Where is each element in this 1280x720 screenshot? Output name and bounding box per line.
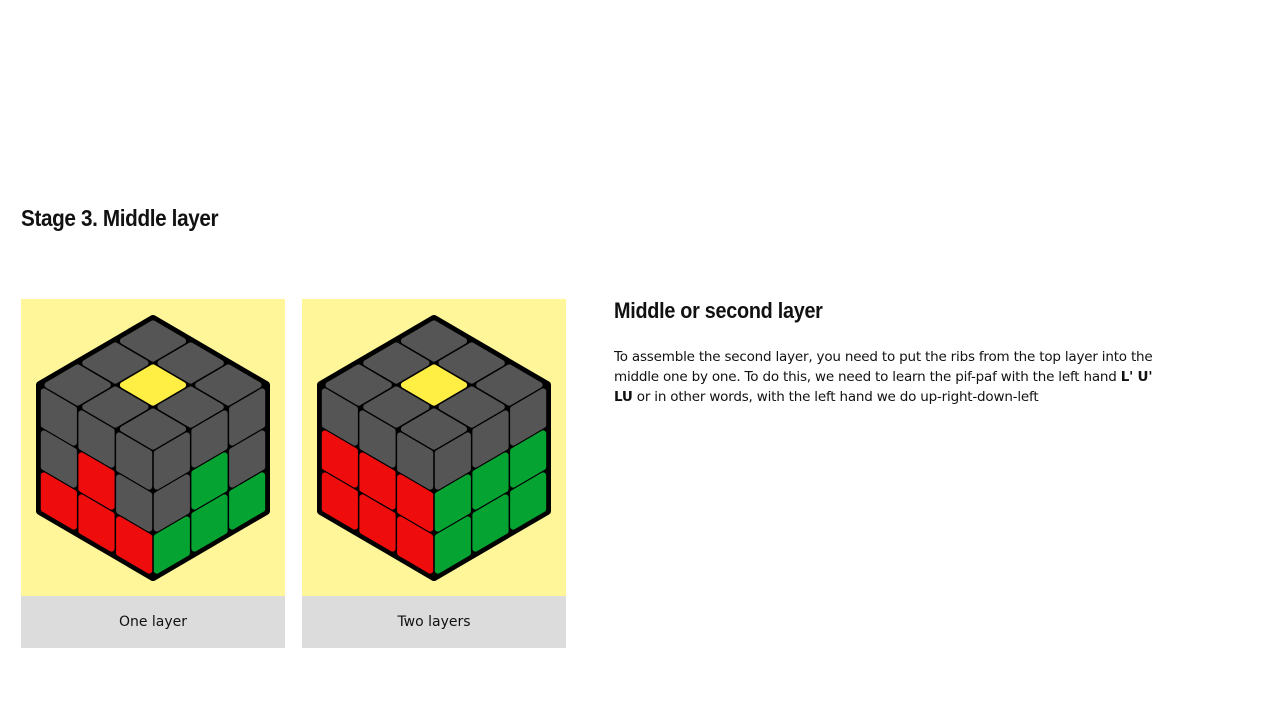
- stage-title: Stage 3. Middle layer: [21, 205, 219, 231]
- card-two-layers: Two layers: [302, 299, 566, 648]
- section-title: Middle or second layer: [614, 298, 823, 323]
- right-face-sticker: [472, 452, 509, 510]
- right-face-sticker: [510, 430, 547, 488]
- right-face-sticker: [434, 516, 471, 574]
- right-face-sticker: [229, 472, 266, 530]
- top-sticker: [44, 364, 111, 406]
- caption-two-layers: Two layers: [302, 596, 566, 648]
- right-face-sticker: [434, 432, 471, 490]
- left-face-sticker: [116, 474, 153, 532]
- top-sticker: [82, 342, 149, 384]
- caption-one-layer: One layer: [21, 596, 285, 648]
- right-face-sticker: [191, 494, 228, 552]
- right-face-sticker: [510, 472, 547, 530]
- card-one-layer: One layer: [21, 299, 285, 648]
- top-center-sticker: [400, 364, 468, 406]
- right-face-sticker: [153, 432, 190, 490]
- left-face-sticker: [359, 452, 396, 510]
- left-face-sticker: [116, 516, 153, 574]
- left-face-sticker: [40, 472, 77, 530]
- section-description: To assemble the second layer, you need t…: [614, 347, 1174, 407]
- cube-image-two-layers: [302, 299, 566, 596]
- top-sticker: [82, 386, 149, 428]
- cube-two-layers: [317, 315, 551, 581]
- left-face-sticker: [359, 494, 396, 552]
- right-face-sticker: [191, 410, 228, 468]
- top-sticker: [157, 386, 224, 428]
- left-face-sticker: [78, 410, 115, 468]
- cube-image-one-layer: [21, 299, 285, 596]
- cube-one-layer: [36, 315, 270, 581]
- left-face-sticker: [116, 432, 153, 490]
- top-center-sticker: [119, 364, 187, 406]
- right-face-sticker: [191, 452, 228, 510]
- left-face-sticker: [40, 388, 77, 446]
- top-sticker: [400, 408, 468, 450]
- left-face-sticker: [397, 474, 434, 532]
- left-face-sticker: [78, 452, 115, 510]
- right-face-sticker: [472, 410, 509, 468]
- move-formula: L' U' LU: [614, 369, 1153, 405]
- right-face-sticker: [153, 474, 190, 532]
- left-face-sticker: [397, 516, 434, 574]
- top-sticker: [438, 342, 505, 384]
- top-sticker: [400, 320, 468, 362]
- top-sticker: [476, 364, 543, 406]
- top-sticker: [363, 342, 430, 384]
- right-face-sticker: [153, 516, 190, 574]
- right-face-sticker: [229, 430, 266, 488]
- top-sticker: [119, 320, 187, 362]
- description-text-end: or in other words, with the left hand we…: [632, 389, 1039, 405]
- left-face-sticker: [78, 494, 115, 552]
- top-sticker: [119, 408, 187, 450]
- left-face-sticker: [321, 388, 358, 446]
- right-face-sticker: [434, 474, 471, 532]
- left-face-sticker: [40, 430, 77, 488]
- right-face-sticker: [472, 494, 509, 552]
- description-text-start: To assemble the second layer, you need t…: [614, 349, 1153, 385]
- right-face-sticker: [510, 388, 547, 446]
- right-face-sticker: [229, 388, 266, 446]
- top-sticker: [325, 364, 392, 406]
- top-sticker: [195, 364, 262, 406]
- top-sticker: [363, 386, 430, 428]
- top-sticker: [438, 386, 505, 428]
- top-sticker: [157, 342, 224, 384]
- left-face-sticker: [321, 472, 358, 530]
- left-face-sticker: [321, 430, 358, 488]
- left-face-sticker: [397, 432, 434, 490]
- left-face-sticker: [359, 410, 396, 468]
